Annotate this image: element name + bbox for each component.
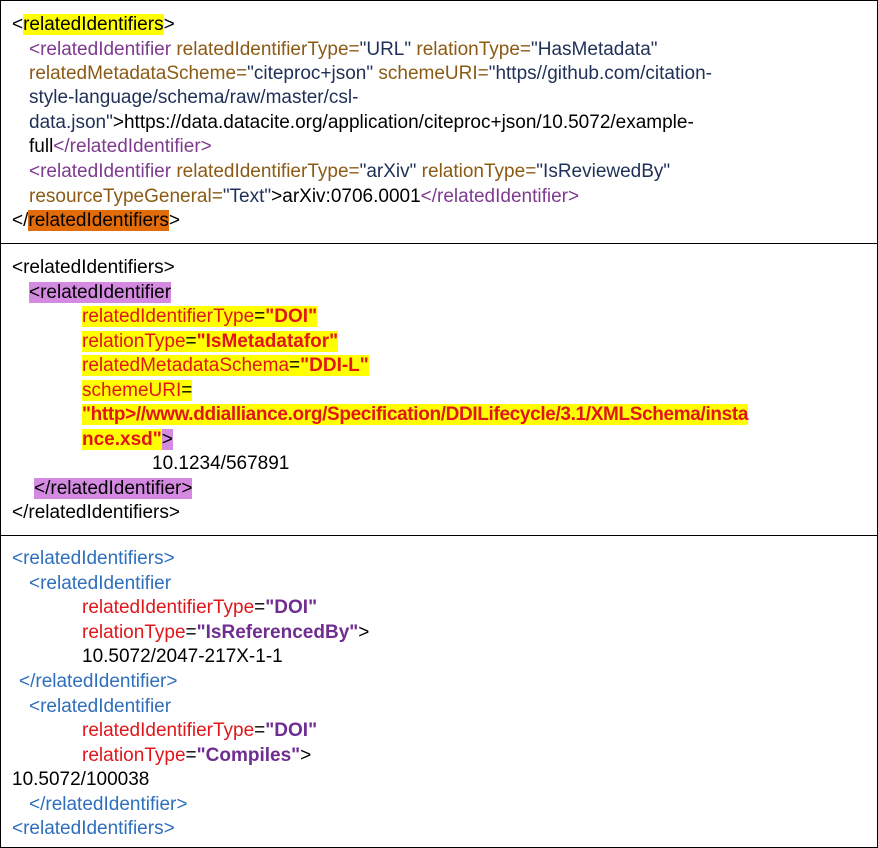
equals-sign: = [289,355,301,376]
attribute-value: "http>//www.ddialliance.org/Specificatio… [82,404,749,425]
attribute-name: relatedIdentifierType [82,597,255,618]
tag-bracket: > [112,112,124,133]
attribute-value: "HasMetadata" [531,39,658,60]
tag-bracket: > [163,14,175,35]
attribute-value: "DOI" [265,720,318,741]
element-text: 10.5072/2047-217X-1-1 [82,646,283,667]
equals-sign: = [185,331,197,352]
attribute-name: resourceTypeGeneral= [29,186,223,207]
code-line: <relatedIdentifier relatedIdentifierType… [29,38,658,62]
code-line: data.json">https://data.datacite.org/app… [29,111,694,135]
code-line: </relatedIdentifier> [29,794,188,815]
highlighted-tag: relatedIdentifiers [28,210,169,231]
element-text: arXiv:0706.0001 [282,186,421,207]
code-line: <relatedIdentifier relatedIdentifierType… [29,160,670,184]
code-line: relatedMetadataScheme="citeproc+json" sc… [29,62,712,86]
attribute-name: relationType [82,622,186,643]
highlighted-tag: <relatedIdentifier [29,282,172,303]
tag-bracket: > [358,622,370,643]
attribute-name: relatedMetadataSchema [82,355,290,376]
attribute-value: "IsMetadatafor" [196,331,339,352]
attribute-name: schemeURI [82,380,182,401]
code-line: relationType="IsReferencedBy"> [82,621,369,645]
code-line: </relatedIdentifiers> [12,209,180,233]
closing-tag: </relatedIdentifier> [53,136,212,157]
attribute-value: "URL" [359,39,412,60]
attribute-name: relatedIdentifierType [82,720,255,741]
code-line: <relatedIdentifier [29,573,172,594]
attribute-name: relatedIdentifierType= [171,39,360,60]
code-line: <relatedIdentifiers> [12,548,175,569]
attribute-value: "citeproc+json" [247,63,374,84]
equals-sign: = [185,745,197,766]
code-line: relationType="Compiles"> [82,744,311,768]
equals-sign: = [254,306,266,327]
attribute-value: "DOI" [265,597,318,618]
code-line: relatedMetadataSchema="DDI-L" [82,354,369,378]
example-cell-1: <relatedIdentifiers> <relatedIdentifier … [1,1,877,244]
attribute-value: "arXiv" [359,161,417,182]
code-line: nce.xsd"> [82,428,173,452]
attribute-value: "IsReviewedBy" [536,161,671,182]
attribute-value: nce.xsd" [82,429,162,450]
attribute-value: style-language/schema/raw/master/csl- [29,87,359,108]
code-line: relationType="IsMetadatafor" [82,330,339,354]
attribute-name: relatedIdentifierType [82,306,255,327]
attribute-name: relatedIdentifierType= [171,161,360,182]
code-line: <relatedIdentifier [29,696,172,717]
code-line: schemeURI= [82,379,193,403]
element-text: full [29,136,54,157]
element-text: 10.5072/100038 [12,769,150,790]
attribute-value: "Compiles" [196,745,301,766]
code-line: <relatedIdentifiers> [12,257,175,278]
tag-name: <relatedIdentifier [29,39,172,60]
highlighted-tag: </relatedIdentifier> [34,478,193,499]
highlighted-tag: relatedIdentifiers [23,14,164,35]
tag-bracket: < [12,14,24,35]
code-line: </relatedIdentifier> [34,477,193,501]
code-line: <relatedIdentifiers> [12,818,175,839]
attribute-value: "IsReferencedBy" [196,622,359,643]
code-line: full</relatedIdentifier> [29,135,212,159]
code-line: relatedIdentifierType="DOI" [82,596,317,620]
code-line: </relatedIdentifier> [19,671,178,692]
example-cell-3: <relatedIdentifiers> <relatedIdentifier … [1,536,877,847]
attribute-name: schemeURI= [373,63,489,84]
equals-sign: = [254,720,266,741]
element-text: 10.1234/567891 [152,453,290,474]
element-text: https://data.datacite.org/application/ci… [123,112,694,133]
attribute-name: relationType [82,331,186,352]
equals-sign: = [185,622,197,643]
attribute-name: relatedMetadataScheme= [29,63,248,84]
code-line: "http>//www.ddialliance.org/Specificatio… [82,403,748,427]
closing-tag: </relatedIdentifier> [420,186,580,207]
example-cell-2: <relatedIdentifiers> <relatedIdentifier … [1,244,877,536]
code-line: style-language/schema/raw/master/csl- [29,86,358,110]
attribute-value: data.json" [29,112,113,133]
attribute-name: relationType [82,745,186,766]
tag-bracket: > [271,186,283,207]
code-line: <relatedIdentifier [29,281,172,305]
equals-sign: = [181,380,193,401]
code-line: relatedIdentifierType="DOI" [82,305,318,329]
code-line: <relatedIdentifiers> [12,13,175,37]
equals-sign: = [254,597,266,618]
tag-bracket: > [161,429,173,450]
tag-bracket: </ [12,210,29,231]
tag-bracket: > [168,210,180,231]
code-line: relatedIdentifierType="DOI" [82,719,317,743]
tag-name: <relatedIdentifier [29,161,172,182]
tag-bracket: > [300,745,312,766]
attribute-value: "https//github.com/citation- [488,63,712,84]
attribute-value: "DDI-L" [300,355,369,376]
code-line: resourceTypeGeneral="Text">arXiv:0706.00… [29,185,579,209]
attribute-value: "DOI" [265,306,318,327]
code-line: </relatedIdentifiers> [12,502,180,523]
attribute-value: "Text" [222,186,272,207]
attribute-name: relationType= [411,39,532,60]
attribute-name: relationType= [416,161,537,182]
